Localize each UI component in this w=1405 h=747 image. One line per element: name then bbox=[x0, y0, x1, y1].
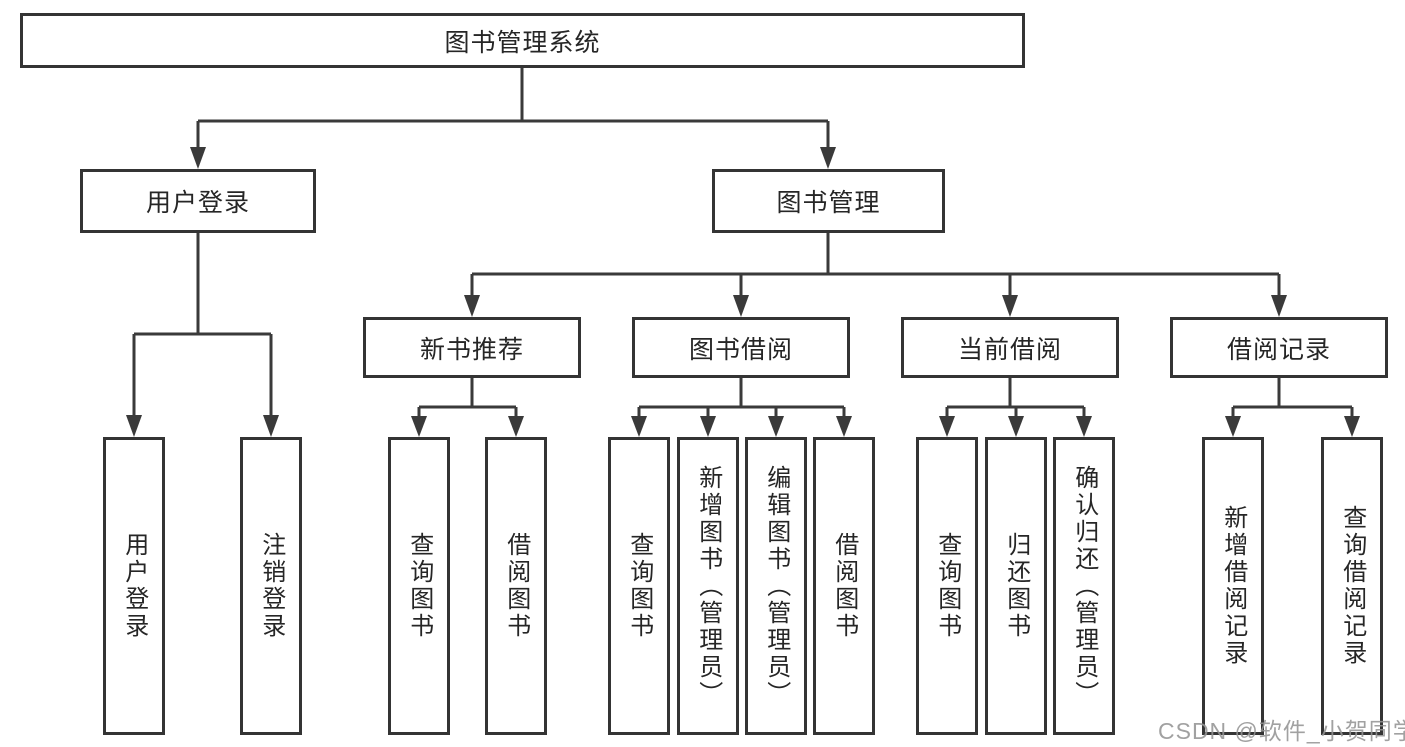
node-label: 查询图书 bbox=[933, 532, 961, 640]
connector-root-to-level2 bbox=[190, 68, 836, 169]
node-user-login-branch: 用户登录 bbox=[80, 169, 316, 233]
node-leaf-user-login: 用户登录 bbox=[103, 437, 165, 735]
node-label: 借阅图书 bbox=[502, 532, 530, 640]
arrowhead bbox=[1008, 416, 1024, 437]
node-label: 用户登录 bbox=[120, 532, 148, 640]
node-book-borrow: 图书借阅 bbox=[632, 317, 850, 378]
node-leaf-edit-book-admin: 编辑图书（管理员） bbox=[745, 437, 807, 735]
arrowhead bbox=[1002, 295, 1018, 317]
connector-user-login-children bbox=[126, 233, 279, 437]
node-leaf-return-book: 归还图书 bbox=[985, 437, 1047, 735]
node-label: 借阅记录 bbox=[1226, 335, 1331, 364]
arrowhead bbox=[1076, 416, 1092, 437]
arrowhead bbox=[411, 416, 427, 437]
node-label: 借阅图书 bbox=[830, 532, 858, 640]
node-label: 图书管理系统 bbox=[444, 28, 601, 57]
node-leaf-add-borrow-record: 新增借阅记录 bbox=[1202, 437, 1264, 735]
node-leaf-query-book-3: 查询图书 bbox=[916, 437, 978, 735]
node-label: 查询图书 bbox=[405, 532, 433, 640]
arrowhead bbox=[700, 416, 716, 437]
connector-record-children bbox=[1225, 378, 1360, 437]
arrowhead bbox=[464, 295, 480, 317]
node-label: 新增借阅记录 bbox=[1219, 505, 1247, 667]
connector-borrow-children bbox=[631, 378, 852, 437]
connector-current-borrow-children bbox=[939, 378, 1092, 437]
node-label: 图书借阅 bbox=[688, 335, 793, 364]
node-root-system: 图书管理系统 bbox=[20, 13, 1025, 68]
node-leaf-query-borrow-record: 查询借阅记录 bbox=[1321, 437, 1383, 735]
node-leaf-confirm-return-admin: 确认归还（管理员） bbox=[1053, 437, 1115, 735]
arrowhead bbox=[733, 295, 749, 317]
arrowhead bbox=[263, 415, 279, 437]
node-leaf-add-book-admin: 新增图书（管理员） bbox=[677, 437, 739, 735]
node-new-book-recommend: 新书推荐 bbox=[363, 317, 581, 378]
node-label: 新增图书（管理员） bbox=[694, 464, 722, 708]
arrowhead bbox=[1271, 295, 1287, 317]
node-leaf-borrow-book-2: 借阅图书 bbox=[813, 437, 875, 735]
node-current-borrow: 当前借阅 bbox=[901, 317, 1119, 378]
node-label: 新书推荐 bbox=[419, 335, 524, 364]
arrowhead bbox=[1225, 416, 1241, 437]
node-label: 查询图书 bbox=[625, 532, 653, 640]
node-label: 确认归还（管理员） bbox=[1070, 464, 1098, 708]
node-book-management: 图书管理 bbox=[712, 169, 945, 233]
node-label: 查询借阅记录 bbox=[1338, 505, 1366, 667]
node-label: 图书管理 bbox=[776, 189, 881, 217]
arrowhead bbox=[836, 416, 852, 437]
node-leaf-query-book-2: 查询图书 bbox=[608, 437, 670, 735]
arrowhead bbox=[190, 147, 206, 169]
arrowhead bbox=[768, 416, 784, 437]
arrowhead bbox=[631, 416, 647, 437]
csdn-watermark: CSDN @软件_小贺同学 bbox=[1158, 718, 1405, 744]
node-leaf-borrow-book-1: 借阅图书 bbox=[485, 437, 547, 735]
arrowhead bbox=[126, 415, 142, 437]
node-borrow-record: 借阅记录 bbox=[1170, 317, 1388, 378]
node-label: 编辑图书（管理员） bbox=[762, 464, 790, 708]
arrowhead bbox=[820, 147, 836, 169]
connector-book-mgmt-children bbox=[464, 233, 1287, 317]
node-label: 用户登录 bbox=[145, 189, 250, 217]
arrowhead bbox=[939, 416, 955, 437]
node-leaf-query-book-1: 查询图书 bbox=[388, 437, 450, 735]
connector-new-book-children bbox=[411, 378, 524, 437]
node-label: 归还图书 bbox=[1002, 532, 1030, 640]
node-label: 当前借阅 bbox=[957, 335, 1062, 364]
node-leaf-logout: 注销登录 bbox=[240, 437, 302, 735]
arrowhead bbox=[1344, 416, 1360, 437]
node-label: 注销登录 bbox=[257, 532, 285, 640]
arrowhead bbox=[508, 416, 524, 437]
